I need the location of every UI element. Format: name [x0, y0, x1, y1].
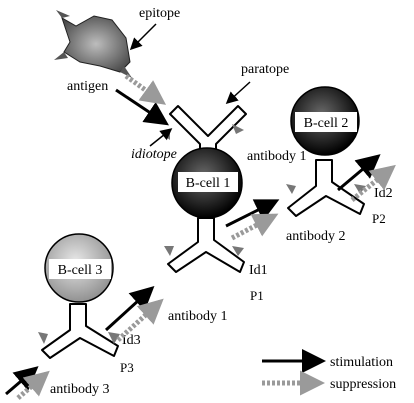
antibody-3-label: antibody 3	[50, 382, 110, 397]
p2-label: P2	[372, 211, 386, 226]
p3-label: P3	[120, 360, 134, 375]
epitope-pointer-arrow	[129, 23, 157, 51]
suppression-arrow-antibody-3	[116, 298, 164, 342]
b-cell-1-label-box	[178, 172, 238, 192]
b-cell-3-label: B-cell 3	[58, 263, 103, 278]
stimulation-arrow-antibody-3	[104, 285, 155, 332]
b-cell-1-label: B-cell 1	[186, 176, 231, 191]
suppression-arrow-antigen	[124, 73, 167, 105]
idiotope-pointer-arrow	[149, 128, 173, 147]
id2-label: Id2	[374, 186, 393, 201]
antigen-label: antigen	[67, 79, 108, 94]
stimulation-arrow-antigen	[115, 88, 169, 126]
epitope-label: epitope	[139, 6, 180, 21]
antibody-1-top-label: antibody 1	[247, 149, 307, 164]
antibody-1-bottom-label: antibody 1	[168, 309, 228, 324]
idiotope-label: idiotope	[131, 147, 177, 162]
suppression-arrow-incoming	[16, 370, 50, 400]
legend-suppression-label: suppression	[330, 377, 396, 392]
stimulation-arrow-incoming	[5, 366, 39, 396]
p1-label: P1	[250, 288, 264, 303]
antigen-shape	[54, 10, 132, 78]
legend-stimulation-label: stimulation	[330, 355, 393, 370]
b-cell-2-label-box	[295, 112, 357, 132]
id3-label: Id3	[122, 333, 141, 348]
paratope-pointer-arrow	[225, 81, 251, 105]
antibody-2-label: antibody 2	[286, 229, 346, 244]
antibody-2-shape	[286, 159, 366, 217]
stimulation-arrow-antibody-1-bottom	[225, 199, 280, 228]
b-cell-3-label-box	[49, 259, 111, 279]
id1-label: Id1	[249, 263, 268, 278]
antibody-1-bottom-shape	[164, 217, 245, 273]
legend: stimulation suppression	[262, 349, 396, 396]
antibody-3-shape	[38, 303, 120, 359]
stimulation-arrow-antibody-2	[337, 154, 381, 192]
paratope-label: paratope	[241, 62, 289, 77]
b-cell-2-label: B-cell 2	[304, 116, 349, 131]
suppression-arrow-antibody-1-bottom	[230, 213, 279, 241]
suppression-arrow-antibody-2	[350, 164, 396, 202]
